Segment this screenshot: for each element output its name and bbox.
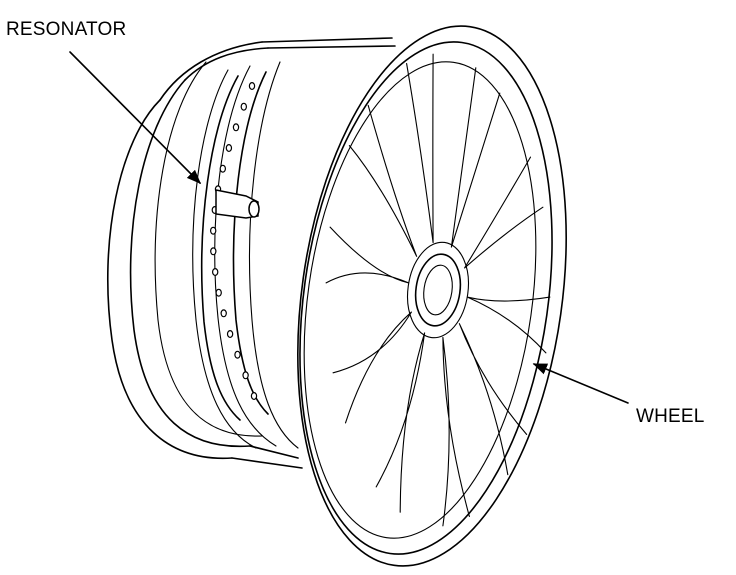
valve-stem xyxy=(215,189,260,219)
wheel-spokes xyxy=(325,53,551,527)
resonator-hole xyxy=(225,144,233,153)
wheel-spoke xyxy=(325,226,409,284)
wheel-barrel xyxy=(192,37,396,469)
resonator-hole xyxy=(242,371,249,380)
wheel-leader-line xyxy=(532,363,629,404)
wheel-label: WHEEL xyxy=(636,406,705,427)
resonator-hole xyxy=(234,350,241,359)
wheel-spoke xyxy=(458,323,528,476)
wheel-spoke xyxy=(464,156,544,269)
resonator-hole xyxy=(226,330,234,339)
resonator-leader-line xyxy=(69,51,202,185)
resonator-hole xyxy=(232,123,240,132)
wheel-spoke xyxy=(375,332,426,513)
wheel-spoke xyxy=(348,104,418,257)
wheel-spoke xyxy=(450,67,501,248)
wheel-spoke xyxy=(442,336,470,527)
resonator-holes xyxy=(209,81,258,401)
resonator-hole xyxy=(250,392,258,401)
resonator-hole xyxy=(215,288,222,297)
resonator-hole xyxy=(210,247,217,256)
resonator-hole xyxy=(240,102,247,111)
resonator-hole xyxy=(248,81,256,90)
wheel-spoke xyxy=(332,311,412,424)
resonator-label: RESONATOR xyxy=(6,19,127,40)
resonator-band xyxy=(200,71,269,421)
resonator-hole xyxy=(219,164,226,173)
resonator-hole xyxy=(220,309,227,318)
wheel-front-face xyxy=(297,25,567,567)
resonator-hole xyxy=(211,268,219,277)
resonator-hole xyxy=(209,226,217,235)
wheel-spoke xyxy=(467,296,551,354)
wheel-spoke xyxy=(406,53,434,244)
